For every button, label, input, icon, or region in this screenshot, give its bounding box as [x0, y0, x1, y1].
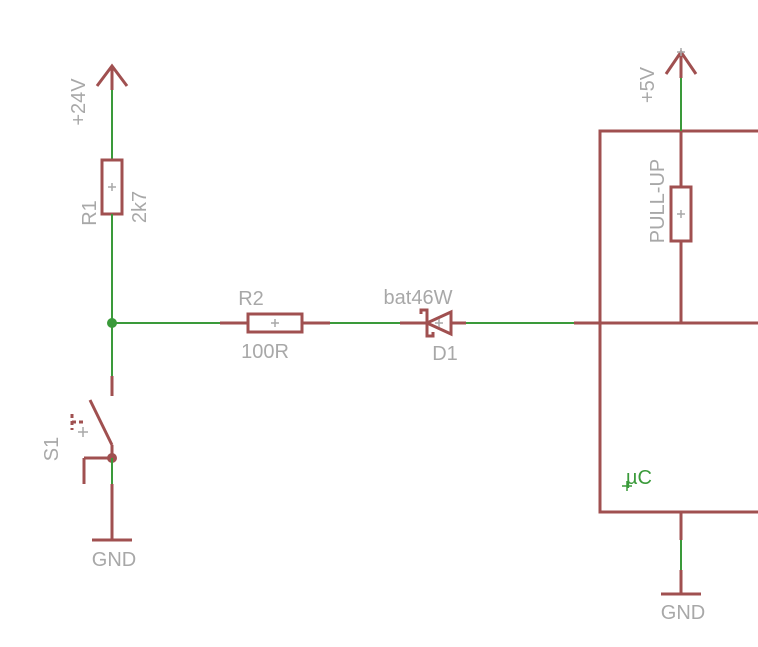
supply-24v-label: +24V [68, 78, 90, 126]
d1-name-label: D1 [432, 343, 458, 365]
d1-value-label: bat46W [384, 287, 453, 309]
supply-5v-label: +5V [637, 66, 659, 103]
r2-name-label: R2 [238, 288, 264, 310]
r2-value-label: 100R [241, 341, 289, 363]
supply-24v-symbol [95, 63, 129, 90]
mcu-origin-mark [622, 481, 632, 491]
pullup-name-label: PULL-UP [647, 159, 669, 243]
switch-s1 [70, 376, 117, 484]
resistor-pullup [669, 185, 693, 323]
mcu-box [574, 129, 758, 514]
mcu-label: µC [626, 467, 652, 489]
diode-d1 [400, 308, 466, 338]
ground-right-label: GND [661, 602, 705, 624]
ground-right-symbol [661, 570, 701, 596]
r1-name-label: R1 [79, 200, 101, 226]
supply-5v-symbol [664, 48, 698, 78]
resistor-r2 [220, 312, 330, 334]
ground-left-label: GND [92, 549, 136, 571]
r1-value-label: 2k7 [129, 191, 151, 223]
ground-left-symbol [92, 484, 132, 542]
s1-name-label: S1 [41, 437, 63, 461]
resistor-r1 [100, 158, 124, 216]
